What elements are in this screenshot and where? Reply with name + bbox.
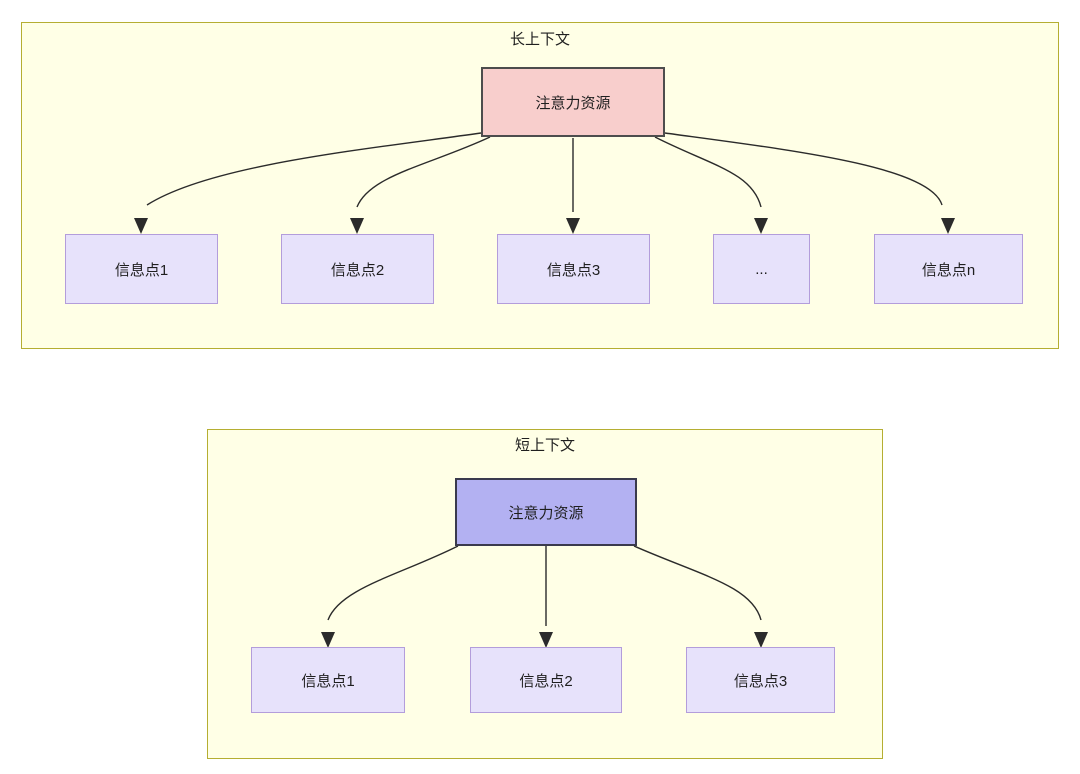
- long-context-attention-node[interactable]: 注意力资源: [481, 67, 665, 137]
- short-context-attention-label: 注意力资源: [508, 504, 584, 522]
- long-context-info-label-ellipsis: ...: [755, 260, 768, 278]
- long-context-info-node-1[interactable]: 信息点1: [65, 234, 218, 304]
- long-context-attention-label: 注意力资源: [535, 94, 611, 112]
- long-context-info-node-2[interactable]: 信息点2: [281, 234, 434, 304]
- short-context-info-node-3[interactable]: 信息点3: [686, 647, 835, 713]
- long-context-info-label-n: 信息点n: [921, 261, 976, 279]
- long-context-info-label-2: 信息点2: [330, 261, 385, 279]
- long-context-info-node-3[interactable]: 信息点3: [497, 234, 650, 304]
- short-context-info-label-2: 信息点2: [519, 672, 573, 690]
- short-context-info-label-3: 信息点3: [733, 672, 788, 690]
- long-context-title: 长上下文: [509, 31, 570, 48]
- short-context-attention-node[interactable]: 注意力资源: [455, 478, 637, 546]
- short-context-info-label-1: 信息点1: [301, 672, 355, 690]
- long-context-info-label-1: 信息点1: [114, 261, 169, 279]
- short-context-title: 短上下文: [514, 437, 575, 454]
- long-context-info-node-ellipsis[interactable]: ...: [713, 234, 810, 304]
- long-context-info-label-3: 信息点3: [546, 261, 601, 279]
- short-context-info-node-2[interactable]: 信息点2: [470, 647, 622, 713]
- short-context-info-node-1[interactable]: 信息点1: [251, 647, 405, 713]
- long-context-info-node-n[interactable]: 信息点n: [874, 234, 1023, 304]
